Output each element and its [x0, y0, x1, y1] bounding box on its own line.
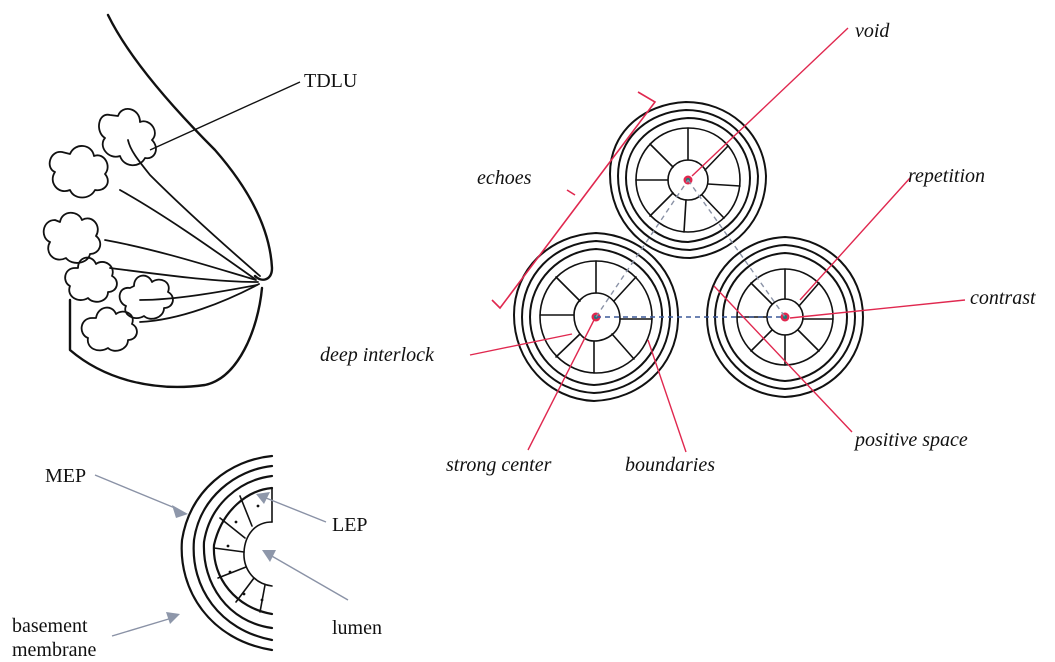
boundaries-label: boundaries: [625, 454, 715, 476]
basement-label-line1: basement: [12, 615, 88, 637]
void-label: void: [855, 20, 890, 42]
echoes-label: echoes: [477, 167, 532, 189]
mep-arrow-icon: [172, 505, 188, 518]
tdlu-leader-line: [150, 82, 300, 150]
basement-label-line2: membrane: [12, 639, 97, 661]
positive-space-label: positive space: [853, 429, 968, 451]
property-leaders: [470, 28, 965, 452]
lep-arrow-icon: [256, 492, 270, 504]
lumen-label: lumen: [332, 617, 382, 639]
basement-arrow-icon: [166, 612, 180, 624]
acinus-closeup: [182, 456, 272, 650]
tdlu-label: TDLU: [304, 70, 358, 92]
closeup-leaders: [95, 475, 348, 636]
deep-interlock-label: deep interlock: [320, 344, 435, 366]
mep-label: MEP: [45, 465, 86, 487]
lep-label: LEP: [332, 514, 368, 536]
strong-center-label: strong center: [446, 454, 552, 476]
tdlu-lobules: [44, 109, 173, 351]
contrast-label: contrast: [970, 287, 1036, 309]
breast-sketch: [70, 15, 272, 387]
repetition-label: repetition: [908, 165, 985, 187]
lumen-arrow-icon: [262, 550, 276, 562]
